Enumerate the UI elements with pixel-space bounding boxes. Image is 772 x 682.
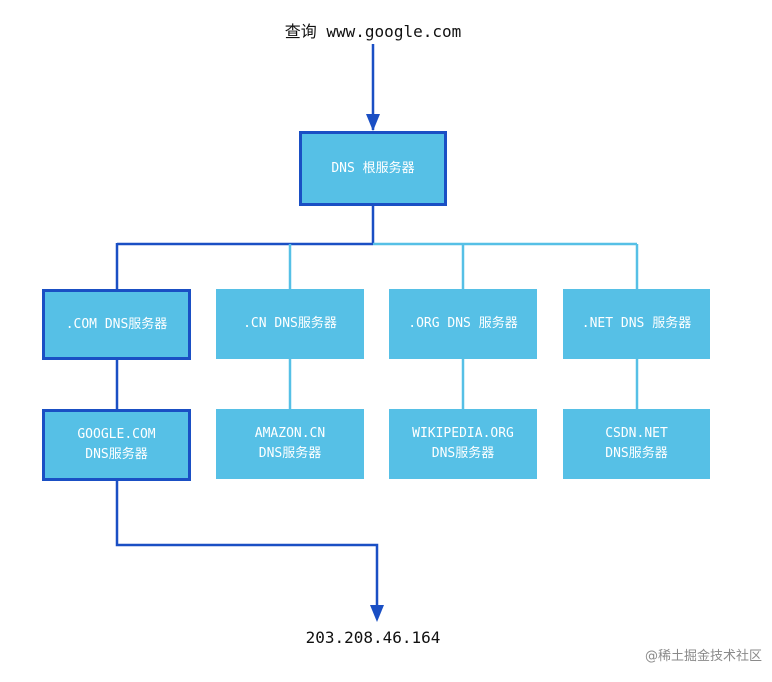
tld-net-label: .NET DNS 服务器: [581, 316, 692, 331]
result-path: [115, 480, 379, 618]
tld-org-label: .ORG DNS 服务器: [408, 316, 518, 331]
wikipedia-dns-server: WIKIPEDIA.ORG DNS服务器: [389, 409, 537, 479]
csdn-dns-server: CSDN.NET DNS服务器: [563, 409, 710, 479]
wikipedia-dns-line2: DNS服务器: [431, 446, 495, 461]
tld-cn-label: .CN DNS服务器: [243, 316, 337, 331]
tld-org-server: .ORG DNS 服务器: [389, 289, 537, 359]
root-dns-server: DNS 根服务器: [299, 131, 447, 206]
amazon-dns-server: AMAZON.CN DNS服务器: [216, 409, 364, 479]
resolved-ip: 203.208.46.164: [305, 628, 441, 647]
tld-net-server: .NET DNS 服务器: [563, 289, 710, 359]
query-text: 查询 www.google.com: [284, 22, 462, 41]
query-arrow-head: [366, 114, 380, 131]
watermark: @稀土掘金技术社区: [644, 649, 762, 664]
csdn-dns-line2: DNS服务器: [605, 446, 668, 461]
root-dns-label: DNS 根服务器: [331, 160, 415, 176]
result-arrow-head: [370, 605, 384, 622]
amazon-dns-line1: AMAZON.CN: [254, 426, 326, 441]
csdn-dns-line1: CSDN.NET: [605, 426, 668, 441]
tld-cn-server: .CN DNS服务器: [216, 289, 364, 359]
amazon-dns-line2: DNS服务器: [258, 446, 322, 461]
tld-com-server: .COM DNS服务器: [42, 289, 191, 360]
tld-com-label: .COM DNS服务器: [65, 316, 168, 332]
google-dns-server: GOOGLE.COM DNS服务器: [42, 409, 191, 481]
google-dns-line2: DNS服务器: [85, 447, 148, 462]
google-dns-line1: GOOGLE.COM: [77, 427, 156, 442]
wikipedia-dns-line1: WIKIPEDIA.ORG: [412, 426, 514, 441]
